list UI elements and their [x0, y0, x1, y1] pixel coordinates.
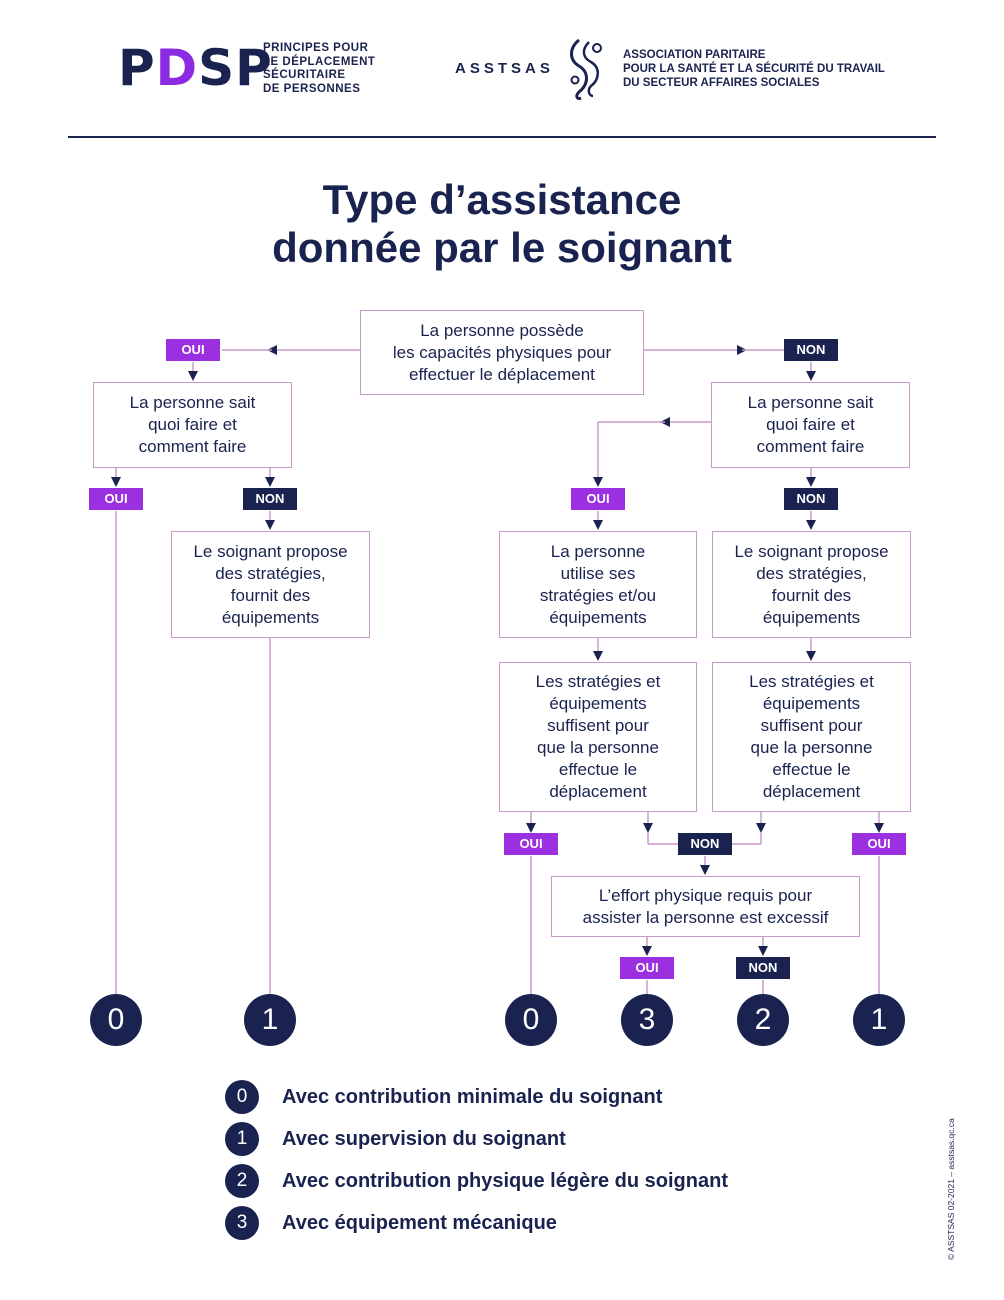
copyright-notice: © ASSTSAS 02-2021 – asstsas.qc.ca	[946, 1118, 956, 1260]
tag-yes-suffice-left: OUI	[504, 833, 558, 855]
legend-number: 1	[225, 1122, 259, 1156]
outcome-circle: 3	[621, 994, 673, 1046]
tag-yes-suffice-right: OUI	[852, 833, 906, 855]
tag-no-right-knows: NON	[784, 488, 838, 510]
legend-text: Avec contribution physique légère du soi…	[282, 1170, 728, 1192]
asstsas-emblem-icon	[570, 38, 602, 100]
outcome-circle: 1	[244, 994, 296, 1046]
outcome-circle: 0	[505, 994, 557, 1046]
legend-text: Avec équipement mécanique	[282, 1212, 557, 1234]
outcome-circle: 2	[737, 994, 789, 1046]
page-title: Type d’assistance donnée par le soignant	[272, 176, 732, 271]
outcome-circle: 1	[853, 994, 905, 1046]
legend-number: 0	[225, 1080, 259, 1114]
legend-number: 2	[225, 1164, 259, 1198]
tag-no-effort: NON	[736, 957, 790, 979]
asstsas-subtitle: ASSOCIATION PARITAIRE POUR LA SANTÉ ET L…	[623, 49, 885, 89]
legend-text: Avec supervision du soignant	[282, 1128, 566, 1150]
header-divider	[68, 136, 936, 138]
tag-no-left-knows: NON	[243, 488, 297, 510]
pdsp-subtitle: PRINCIPES POUR LE DÉPLACEMENT SÉCURITAIR…	[263, 42, 376, 95]
asstsas-wordmark: ASSTSAS	[455, 60, 554, 77]
outcome-circle: 0	[90, 994, 142, 1046]
tag-yes-capacity: OUI	[166, 339, 220, 361]
tag-no-capacity: NON	[784, 339, 838, 361]
tag-no-suffice: NON	[678, 833, 732, 855]
legend-text: Avec contribution minimale du soignant	[282, 1086, 663, 1108]
tag-yes-right-knows: OUI	[571, 488, 625, 510]
pdsp-logo: PDSP	[118, 39, 273, 97]
tag-yes-effort: OUI	[620, 957, 674, 979]
legend-number: 3	[225, 1206, 259, 1240]
tag-yes-left-knows: OUI	[89, 488, 143, 510]
